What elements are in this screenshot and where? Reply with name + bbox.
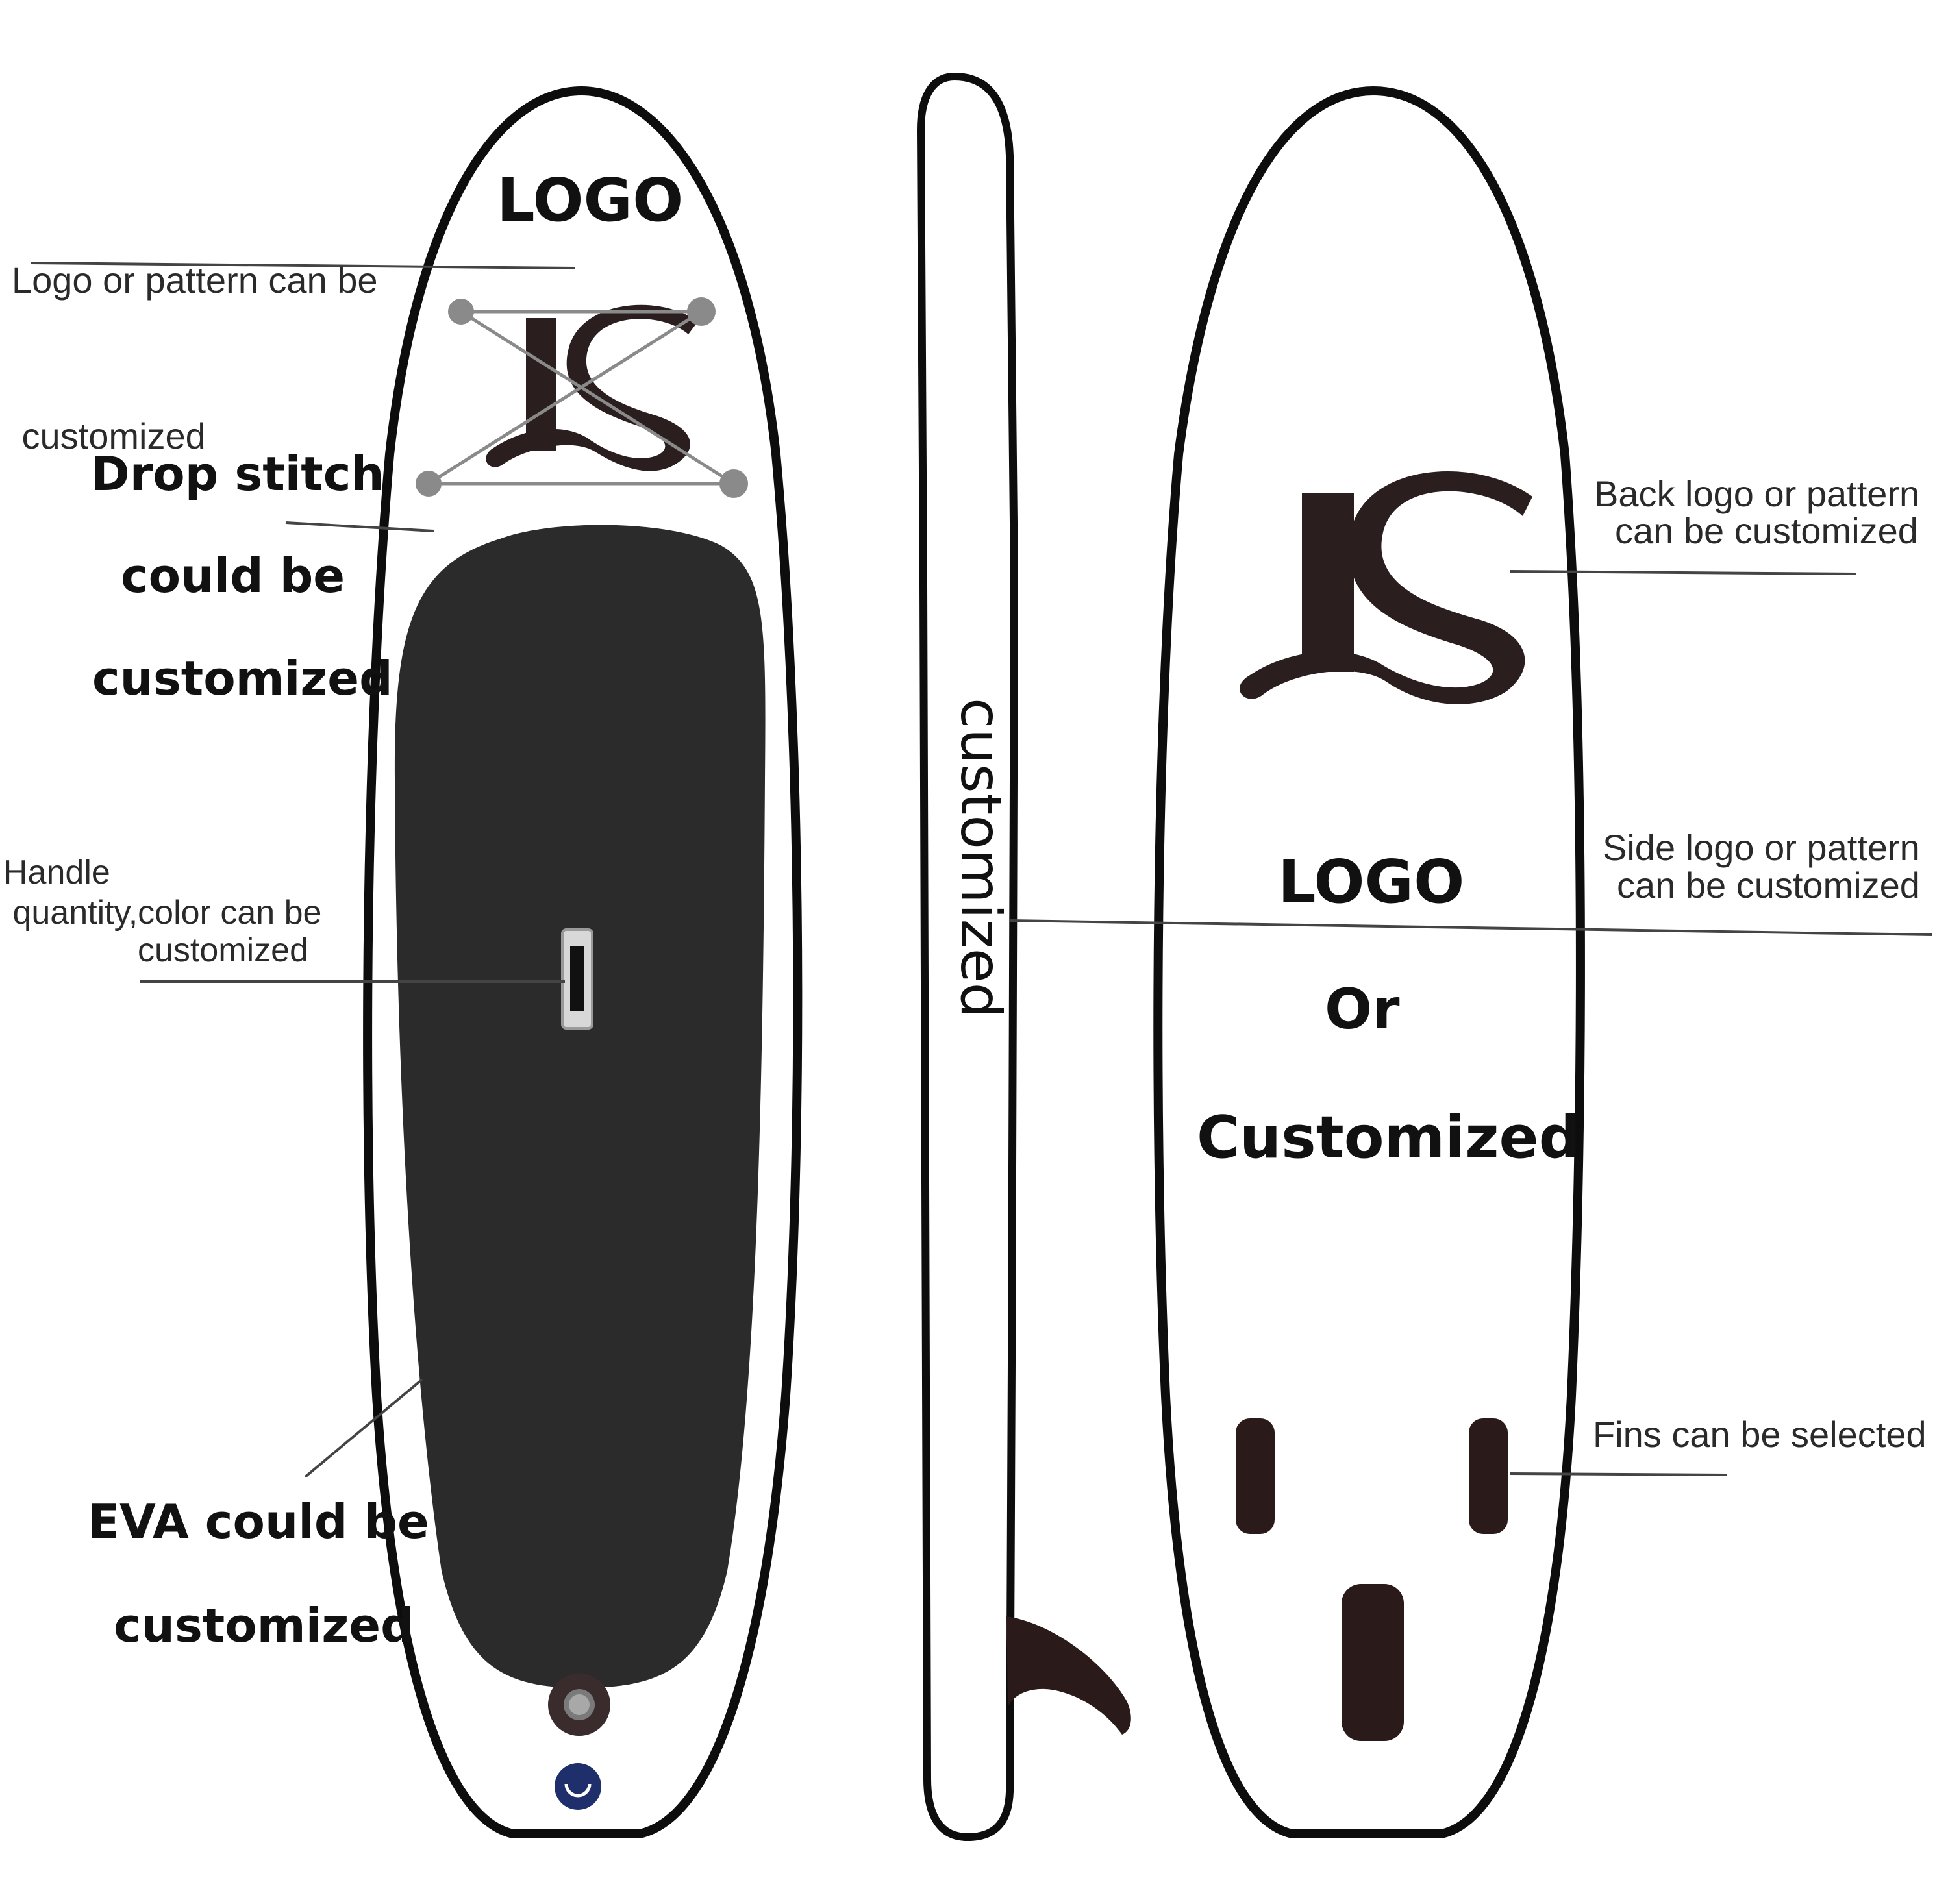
fin-boxes (1236, 1418, 1508, 1741)
callout-lines (31, 262, 1932, 1478)
callout-logo-pattern-line2: customized (12, 415, 206, 456)
callout-handle-line3: customized (138, 932, 308, 969)
carry-handle (561, 928, 593, 1030)
back-board (1153, 86, 1585, 1838)
callout-side-logo-line2: can be customized (1617, 865, 1920, 906)
side-board (916, 72, 1131, 1842)
eva-deck-pad (394, 525, 766, 1688)
side-customized-text: customized (948, 698, 1013, 1019)
air-valve (548, 1674, 610, 1736)
side-fin (1006, 1616, 1131, 1735)
front-js-logo (486, 304, 698, 471)
callout-eva-line2: customized (114, 1598, 414, 1653)
back-or-text: Or (1325, 977, 1400, 1042)
callout-drop-stitch-line1: Drop stitch (91, 447, 384, 501)
bungee-cord-system (427, 310, 735, 486)
callout-drop-stitch-line2: could be (121, 549, 345, 603)
callout-handle-line1: Handle (3, 854, 110, 891)
callout-logo-pattern-line1: Logo or pattern can be (12, 260, 378, 301)
callout-drop-stitch-line3: customized (92, 651, 393, 706)
back-logo-text: LOGO (1278, 847, 1465, 917)
front-logo-text: LOGO (497, 166, 684, 235)
back-customized-text: Customized (1197, 1104, 1581, 1172)
callout-eva-line1: EVA could be (88, 1494, 429, 1549)
callout-back-logo-line1: Back logo or pattern (1594, 473, 1920, 514)
leash-plug (555, 1763, 601, 1810)
back-js-logo (1240, 471, 1532, 704)
callout-handle-line2: quantity,color can be (3, 894, 322, 932)
callout-logo-pattern: Logo or pattern can be customized (12, 151, 378, 566)
bungee-d-rings (416, 297, 748, 498)
callout-fins: Fins can be selected (1593, 1414, 1927, 1455)
callout-back-logo-line2: can be customized (1615, 510, 1918, 551)
back-board-outline (1153, 86, 1585, 1838)
callout-side-logo-line1: Side logo or pattern (1603, 827, 1920, 868)
front-board (363, 86, 803, 1838)
side-board-outline (916, 72, 1019, 1842)
